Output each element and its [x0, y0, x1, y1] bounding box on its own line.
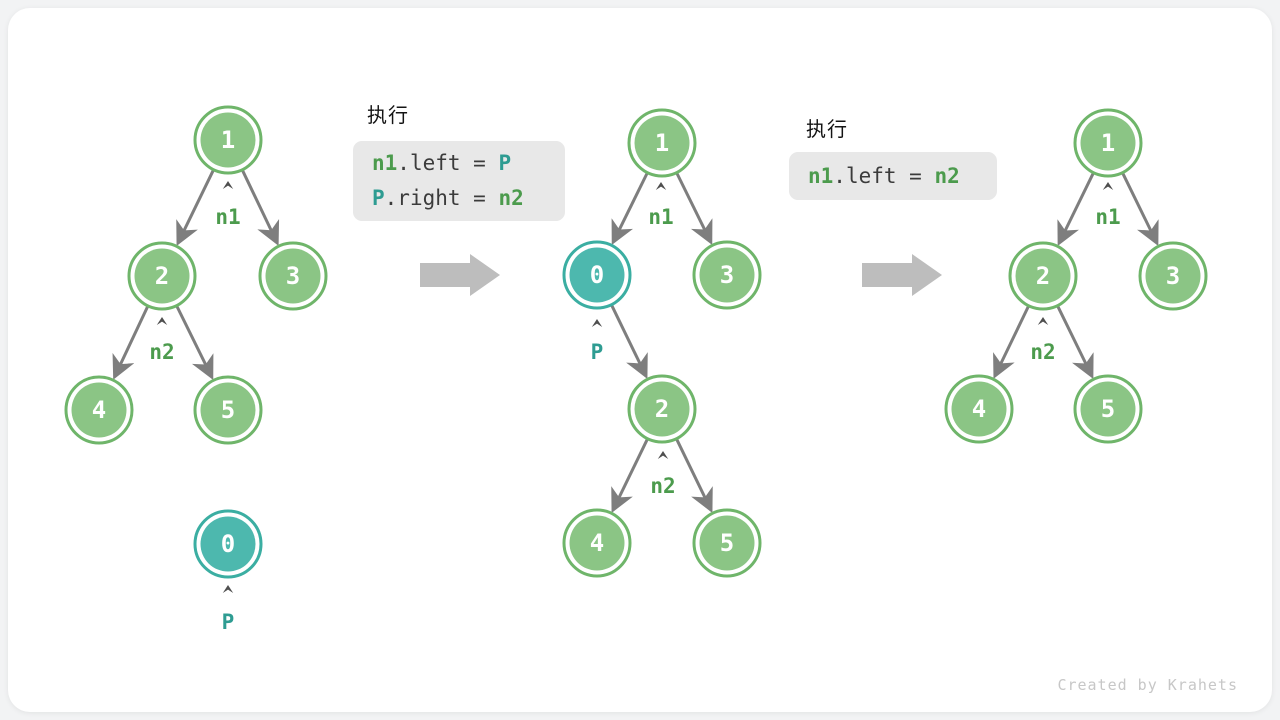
tree-edge-arrow [611, 172, 649, 246]
pointer-label-n2: n2 [650, 474, 675, 498]
code-block: n1.left = n2 [789, 152, 997, 200]
tree-edge-arrow [175, 305, 214, 381]
code-token: .left = [833, 164, 935, 188]
node-value: 1 [221, 126, 235, 154]
exec-title: 执行 [367, 105, 409, 127]
pointer-label-n1: n1 [215, 205, 240, 229]
code-token-p: P [372, 186, 385, 210]
tree-edges [993, 172, 1159, 379]
tree-node: 1 [1073, 108, 1143, 178]
tree-edge-arrow [1056, 305, 1094, 379]
tree-node: 4 [64, 375, 134, 445]
transition-arrow-icon [420, 254, 500, 296]
pointer-label-n1: n1 [648, 205, 673, 229]
tree-edge-arrow [112, 306, 149, 380]
node-value: 5 [1101, 395, 1115, 423]
pointer-caret-icon [655, 182, 667, 190]
tree-node: 2 [1008, 241, 1078, 311]
node-value: 4 [590, 529, 604, 557]
tree-edge-arrow [611, 438, 649, 513]
tree-node: 3 [258, 241, 328, 311]
tree-edge-arrow [176, 169, 215, 246]
code-line: n1.left = n2 [808, 159, 997, 193]
transition-arrow-icon [862, 254, 942, 296]
pointer-caret-icon [1037, 317, 1049, 325]
node-value: 5 [720, 529, 734, 557]
tree-node: 4 [562, 508, 632, 578]
tree-edge-arrow [675, 172, 713, 246]
tree-node: 1 [627, 108, 697, 178]
tree-edges [610, 172, 713, 513]
tree-edge-arrow [241, 170, 280, 246]
node-value: 4 [92, 396, 106, 424]
pointer-caret-icon [222, 585, 234, 593]
tree-edge-arrow [1057, 172, 1095, 246]
tree-node: 3 [1138, 241, 1208, 311]
code-token-n2: n2 [934, 164, 960, 188]
node-value: 0 [590, 261, 604, 289]
tree-after-insert: 1 0 3 2 4 5 n1 P n2 [562, 108, 762, 578]
pointer-caret-icon [1102, 182, 1114, 190]
pointer-label-n2: n2 [1030, 340, 1055, 364]
tree-node-p: 0 [193, 509, 263, 579]
pointer-caret-icon [156, 317, 168, 325]
node-value: 3 [1166, 262, 1180, 290]
exec-title: 执行 [806, 119, 848, 141]
node-value: 2 [1036, 262, 1050, 290]
watermark: Created by Krahets [1057, 676, 1238, 694]
code-line: n1.left = P [372, 146, 565, 181]
node-value: 4 [972, 395, 986, 423]
tree-edges [112, 169, 280, 381]
tree-node: 4 [944, 374, 1014, 444]
tree-node: 5 [692, 508, 762, 578]
tree-node: 2 [127, 241, 197, 311]
tree-node: 1 [193, 105, 263, 175]
node-value: 5 [221, 396, 235, 424]
node-value: 3 [720, 261, 734, 289]
tree-node: 3 [692, 240, 762, 310]
pointer-label-p: P [222, 610, 235, 634]
tree-node: 5 [193, 375, 263, 445]
tree-node-p: 0 [562, 240, 632, 310]
tree-after-remove: 1 2 3 4 5 n1 n2 [944, 108, 1208, 444]
node-value: 3 [286, 262, 300, 290]
code-token-n1: n1 [372, 151, 398, 175]
pointer-caret-icon [591, 319, 603, 327]
pointer-caret-icon [657, 451, 669, 459]
code-token: .left = [397, 151, 499, 175]
code-token: .right = [384, 186, 499, 210]
code-token-n2: n2 [498, 186, 524, 210]
code-token-n1: n1 [808, 164, 834, 188]
tree-edge-arrow [993, 305, 1030, 379]
node-value: 0 [221, 530, 235, 558]
node-value: 2 [155, 262, 169, 290]
tree-edge-arrow [675, 438, 713, 513]
pointer-label-n1: n1 [1095, 205, 1120, 229]
pointer-label-p: P [591, 340, 604, 364]
code-token-p: P [498, 151, 512, 175]
tree-node: 5 [1073, 374, 1143, 444]
node-value: 1 [655, 129, 669, 157]
pointer-caret-icon [222, 181, 234, 189]
tree-edge-arrow [1121, 172, 1159, 246]
node-value: 1 [1101, 129, 1115, 157]
tree-edge-arrow [610, 304, 648, 379]
code-line: P.right = n2 [372, 181, 565, 216]
code-block: n1.left = P P.right = n2 [353, 141, 565, 221]
node-value: 2 [655, 395, 669, 423]
tree-initial: 1 2 3 4 5 0 n1 n2 P [64, 105, 328, 634]
tree-node: 2 [627, 374, 697, 444]
pointer-label-n2: n2 [149, 340, 174, 364]
